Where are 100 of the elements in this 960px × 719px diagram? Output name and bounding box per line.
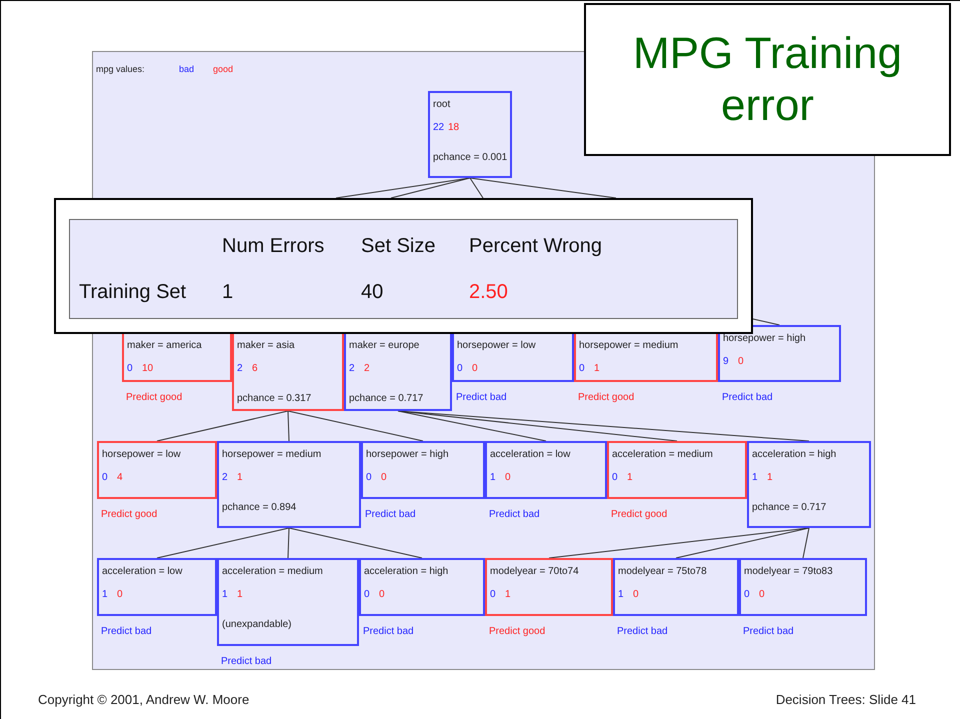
split-condition: maker = america: [127, 339, 202, 353]
copyright-note: Copyright © 2001, Andrew W. Moore: [38, 691, 250, 709]
tree-node-box: [217, 441, 361, 528]
good-count: 1: [767, 471, 773, 485]
good-count: 0: [472, 362, 478, 376]
bad-count: 0: [366, 471, 372, 485]
legend-entry: good: [213, 63, 234, 76]
tree-node-box: [122, 332, 232, 382]
tree-node-box: [485, 558, 613, 616]
bad-count: 0: [579, 362, 585, 376]
table-text: Percent Wrong: [469, 234, 602, 259]
split-condition: horsepower = high: [366, 448, 449, 462]
split-condition: acceleration = low: [102, 565, 182, 579]
tree-branch-line: [390, 178, 470, 198]
tree-branch-line: [288, 410, 424, 442]
prediction-text: Predict bad: [489, 508, 540, 522]
split-condition: maker = europe: [349, 339, 420, 353]
prediction-text: Predict bad: [456, 391, 507, 405]
bad-count: 22: [433, 121, 444, 135]
good-count: 0: [381, 471, 387, 485]
prediction-text: Predict bad: [221, 655, 272, 669]
bad-count: 1: [752, 471, 758, 485]
table-text: Set Size: [361, 234, 436, 259]
good-count: 0: [117, 588, 123, 602]
table-text: Training Set: [79, 280, 186, 305]
bad-count: 1: [102, 588, 108, 602]
bad-count: 1: [618, 588, 624, 602]
good-count: 0: [505, 471, 511, 485]
tree-node-box: [97, 441, 217, 499]
split-condition: modelyear = 70to74: [490, 565, 579, 579]
split-condition: modelyear = 75to78: [618, 565, 707, 579]
prediction-text: Predict good: [489, 625, 546, 639]
tree-branch-line: [676, 528, 810, 558]
tree-node-box: [613, 558, 739, 616]
tree-node-box: [739, 558, 867, 616]
table-text: 2.50: [469, 280, 508, 305]
split-condition: acceleration = medium: [612, 448, 713, 462]
good-count: 1: [237, 471, 243, 485]
split-condition: maker = asia: [237, 339, 295, 353]
bad-count: 1: [490, 471, 496, 485]
tree-branch-line: [752, 318, 780, 326]
good-count: 4: [117, 471, 123, 485]
split-condition: root: [433, 98, 450, 112]
bad-count: 0: [364, 588, 370, 602]
tree-node-box: [452, 332, 574, 382]
prediction-text: Predict bad: [722, 391, 773, 405]
tree-node-box: [217, 558, 359, 646]
split-condition: horsepower = low: [102, 448, 181, 462]
bad-count: 2: [237, 362, 243, 376]
good-count: 10: [142, 362, 154, 376]
tree-node-box: [232, 332, 344, 411]
split-condition: acceleration = low: [490, 448, 570, 462]
prediction-text: Predict bad: [365, 508, 416, 522]
tree-node-box: [485, 441, 607, 499]
tree-branch-line: [398, 410, 546, 442]
bad-count: 9: [723, 355, 729, 369]
tree-node-box: [747, 441, 871, 528]
tree-node-box: [428, 91, 512, 178]
tree-branch-line: [398, 410, 678, 442]
legend-title: mpg values:: [96, 63, 145, 76]
bad-count: 1: [222, 588, 228, 602]
table-text: Num Errors: [222, 234, 324, 259]
prediction-text: Predict bad: [617, 625, 668, 639]
prediction-text: Predict bad: [743, 625, 794, 639]
bad-count: 0: [490, 588, 496, 602]
table-text: 1: [222, 280, 234, 305]
split-condition: horsepower = low: [457, 339, 536, 353]
legend-entry: bad: [179, 63, 194, 76]
bad-count: 0: [457, 362, 463, 376]
tree-node-box: [359, 558, 485, 616]
node-note: (unexpandable): [222, 618, 292, 632]
split-condition: modelyear = 79to83: [744, 565, 833, 579]
node-note: pchance = 0.717: [752, 501, 826, 515]
good-count: 1: [237, 588, 243, 602]
tree-branch-line: [156, 528, 290, 558]
tree-branch-line: [288, 410, 290, 442]
bad-count: 2: [349, 362, 355, 376]
prediction-text: Predict bad: [101, 625, 152, 639]
node-note: pchance = 0.317: [237, 392, 312, 406]
bad-count: 0: [127, 362, 133, 376]
bad-count: 0: [612, 471, 618, 485]
tree-branch-line: [802, 528, 810, 558]
split-condition: acceleration = medium: [222, 565, 323, 579]
prediction-text: Predict good: [611, 508, 668, 522]
tree-branch-line: [398, 410, 810, 442]
good-count: 1: [505, 588, 511, 602]
tree-node-box: [718, 325, 841, 382]
tree-node-box: [574, 332, 718, 382]
node-note: pchance = 0.894: [222, 501, 296, 515]
good-count: 0: [379, 588, 385, 602]
good-count: 1: [627, 471, 633, 485]
split-condition: horsepower = medium: [222, 448, 322, 462]
tree-branch-line: [470, 178, 484, 198]
tree-branch-line: [470, 178, 616, 198]
tree-node-box: [361, 441, 485, 499]
slide-number: Decision Trees: Slide 41: [776, 691, 916, 709]
tree-node-box: [607, 441, 747, 499]
split-condition: acceleration = high: [752, 448, 836, 462]
node-note: pchance = 0.717: [349, 392, 424, 406]
bad-count: 2: [222, 471, 228, 485]
